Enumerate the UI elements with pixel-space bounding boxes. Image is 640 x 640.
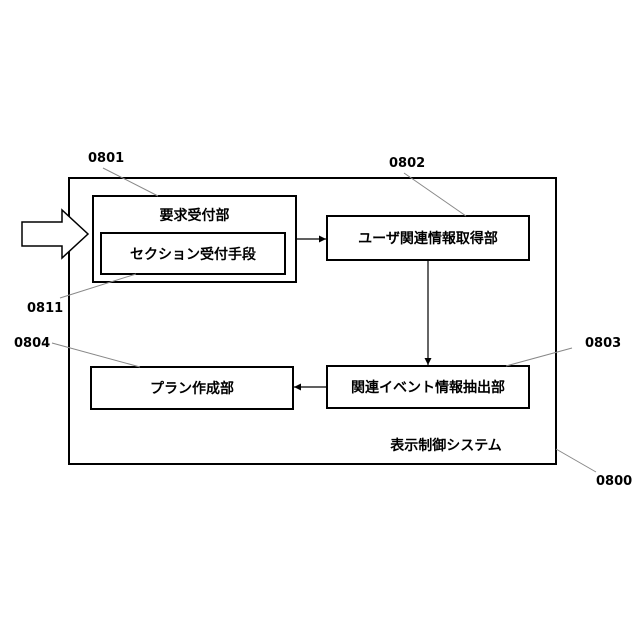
ref-0803: 0803 [585,336,621,351]
leader-0811 [60,274,136,298]
label-event-extractor: 関連イベント情報抽出部 [327,366,529,408]
ref-0801: 0801 [88,151,124,166]
leader-0800 [556,449,596,472]
leader-0804 [52,343,140,367]
label-plan-creator: プラン作成部 [91,367,293,409]
leader-0803 [506,348,572,366]
label-user-info-acquirer: ユーザ関連情報取得部 [327,216,529,260]
leader-0801 [103,168,158,196]
label-request-receiver: 要求受付部 [93,204,296,226]
leader-0802 [404,173,466,216]
ref-0802: 0802 [389,156,425,171]
label-system: 表示制御システム [378,434,514,456]
label-section-receiver: セクション受付手段 [101,233,285,274]
ref-0800: 0800 [596,474,632,489]
ref-0804: 0804 [14,336,50,351]
ref-0811: 0811 [27,301,63,316]
input-arrow [22,210,88,258]
